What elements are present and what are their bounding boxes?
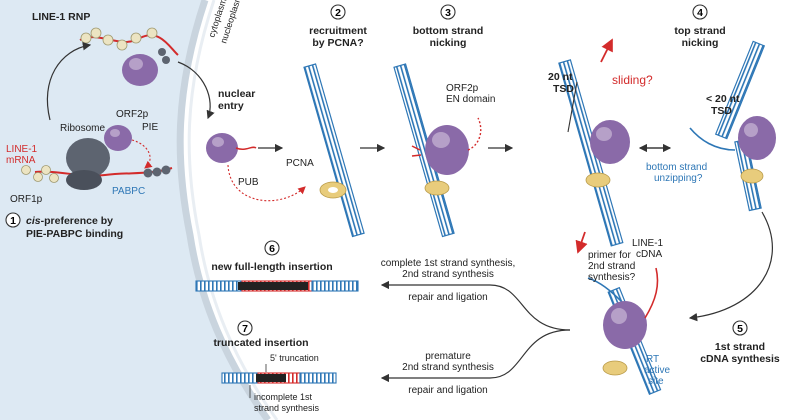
incomplete-label-2: strand synthesis: [254, 403, 320, 413]
step-4-title-line2: nicking: [682, 37, 719, 49]
pcna-label: PCNA: [286, 158, 314, 169]
truncation-label: 5' truncation: [270, 353, 319, 363]
orf1p-trimers: [21, 165, 59, 183]
step-5-title-line2: cDNA synthesis: [700, 353, 780, 365]
unzip-label-2: unzipping?: [654, 173, 703, 184]
trunc-insert-label: LINE1: [258, 374, 284, 384]
repair-ligation-2: repair and ligation: [408, 385, 488, 396]
premature-line1: premature: [425, 351, 471, 362]
step-6-title: new full-length insertion: [211, 261, 332, 273]
line1-rnp-label: LINE-1 RNP: [32, 11, 90, 23]
nuclear-envelope-inner: [187, 0, 279, 420]
orf2p-en-label-1: ORF2p: [446, 83, 479, 94]
sliding-arrow-down: [575, 231, 588, 254]
pcna-ring-step3: [424, 180, 450, 196]
tsd20-label-2: TSD: [553, 83, 574, 95]
step-1-title-line2: PIE-PABPC binding: [26, 228, 123, 240]
line1-rnp-complex: [79, 27, 179, 86]
sliding-label: sliding?: [612, 73, 653, 87]
svg-text:6: 6: [269, 243, 275, 255]
to-step5-arrow: [688, 211, 773, 322]
step-3-title-line2: nicking: [430, 37, 467, 49]
unzip-label-1: bottom strand: [646, 162, 707, 173]
pie-arrow: [131, 139, 153, 169]
line1-insert-label: LINE-1: [259, 282, 288, 292]
step-3-title-line1: bottom strand: [413, 25, 484, 37]
step-3-badge: 3: [440, 4, 456, 20]
svg-text:3: 3: [445, 7, 451, 19]
complete-synthesis-line1: complete 1st strand synthesis,: [381, 258, 516, 269]
step-1-badge: 1: [5, 212, 21, 228]
rt-label-3: site: [648, 376, 664, 387]
primer-label-1: primer for: [588, 250, 631, 261]
step-2-badge: 2: [330, 4, 346, 20]
line1-cdna-label-2: cDNA: [636, 249, 662, 260]
step-2-title-line1: recruitment: [309, 25, 367, 37]
svg-text:1: 1: [10, 215, 16, 227]
line1-cdna-label-1: LINE-1: [632, 238, 664, 249]
rt-label-2: active: [644, 365, 671, 376]
premature-line2: 2nd strand synthesis: [402, 362, 494, 373]
tsd-lt20-label-1: < 20 nt: [706, 93, 740, 105]
tsd20-label-1: 20 nt: [548, 71, 573, 83]
orf2p-en-label-2: EN domain: [446, 94, 495, 105]
pcna-ring-step4b: [740, 168, 764, 184]
step-1-title: cis-preference by: [26, 215, 113, 227]
orf2p-step3: [425, 117, 482, 175]
ribosome-label: Ribosome: [60, 123, 105, 134]
branch-arrow-trunc: [380, 329, 571, 383]
complete-synthesis-line2: 2nd strand synthesis: [402, 269, 494, 280]
step-4-badge: 4: [692, 4, 708, 20]
orf2p-nascent: [104, 125, 132, 151]
svg-text:5: 5: [737, 323, 743, 335]
step-7-title: truncated insertion: [213, 337, 308, 349]
nuclear-entry-label-2: entry: [218, 100, 244, 112]
line1-mrna-label-1: LINE-1: [6, 144, 38, 155]
orf2p-step5: [603, 267, 659, 349]
tsd-lt20-label-2: TSD: [711, 105, 732, 117]
target-dna-step2: [303, 63, 365, 238]
pie-label: PIE: [142, 122, 158, 133]
primer-label-2: 2nd strand: [588, 261, 635, 272]
orf2p-step4b: [738, 116, 776, 160]
step-6-badge: 6: [264, 240, 280, 256]
pabpc-label: PABPC: [112, 186, 145, 197]
step-5-badge: 5: [732, 320, 748, 336]
pcna-ring-step5: [602, 360, 628, 376]
line1-mrna-label-2: mRNA: [6, 155, 36, 166]
truncated-insertion: [221, 364, 337, 384]
nuclear-entry-label-1: nuclear: [218, 88, 255, 100]
nuclear-entry-arrow: [177, 61, 215, 120]
sliding-arrow-up: [600, 38, 613, 63]
incomplete-label-1: incomplete 1st: [254, 392, 313, 402]
rnp-arrow: [46, 42, 92, 121]
pcna-ring-step2: [319, 181, 347, 199]
pub-label: PUB: [238, 177, 259, 188]
primer-label-3: synthesis?: [588, 272, 636, 283]
pub-to-pcna-arrow: [227, 164, 306, 202]
svg-text:2: 2: [335, 7, 341, 19]
pabpc-proteins: [143, 165, 171, 178]
pcna-ring-step4a: [585, 172, 611, 188]
step-7-badge: 7: [237, 320, 253, 336]
nuclear-envelope: [176, 0, 271, 420]
step-2-title-line2: by PCNA?: [312, 37, 363, 49]
nick-mark-step3: [411, 145, 422, 157]
svg-text:4: 4: [697, 7, 703, 19]
branch-arrow-full: [380, 280, 571, 331]
svg-text:7: 7: [242, 323, 248, 335]
tsd20-bracket: [567, 81, 578, 133]
orf2p-nuclear: [206, 133, 257, 163]
orf2p-label: ORF2p: [116, 109, 149, 120]
rt-label-1: RT: [646, 354, 659, 365]
full-length-insertion: [195, 280, 359, 292]
cytoplasm-region: [0, 0, 268, 420]
orf2p-step4a: [590, 120, 630, 164]
repair-ligation-1: repair and ligation: [408, 292, 488, 303]
ribosome: [66, 138, 110, 190]
step-4-title-line1: top strand: [674, 25, 725, 37]
orf1p-label: ORF1p: [10, 194, 43, 205]
step-5-title-line1: 1st strand: [715, 341, 765, 353]
